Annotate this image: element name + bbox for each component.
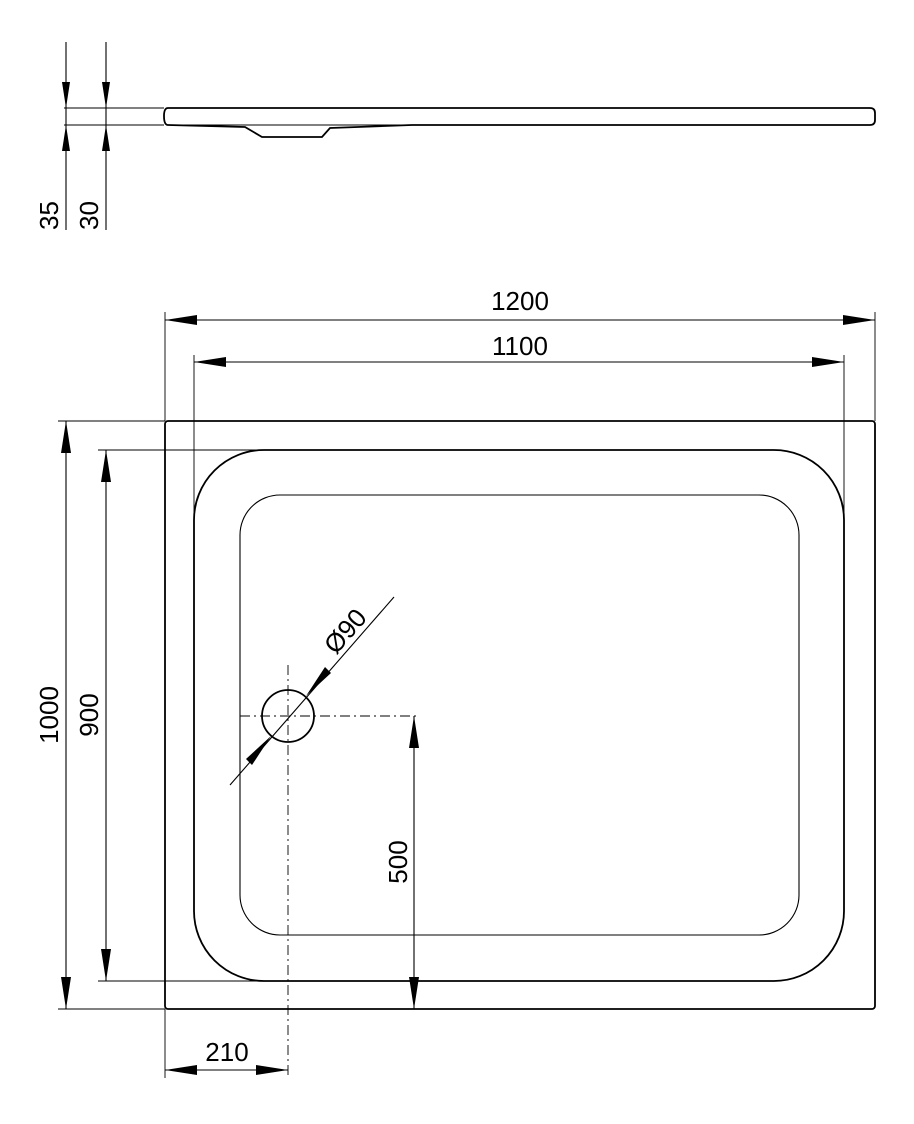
dim-1100-arrow-right	[812, 357, 844, 367]
tray-outer-edge	[164, 420, 876, 1010]
tray-inner-basin	[193, 449, 845, 982]
dim-900-arrow-bottom	[101, 949, 111, 981]
tray-floor	[239, 494, 800, 936]
dim-drain-diameter-arrow-lower	[246, 736, 271, 765]
dim-900-arrow-top	[101, 450, 111, 482]
dim-1200-arrow-right	[843, 315, 875, 325]
dim-30-arrow-bottom	[102, 125, 110, 151]
dim-1200-arrow-left	[165, 315, 197, 325]
dim-1000-arrow-top	[61, 421, 71, 453]
dim-500-arrow-top	[409, 716, 419, 748]
dim-900-label: 900	[74, 693, 104, 736]
dim-500-arrow-bottom	[409, 977, 419, 1009]
side-view-tray-profile	[163, 107, 876, 138]
dim-35-arrow-bottom	[62, 125, 70, 151]
top-view: Ø90 1200 1100 1000 900 500	[34, 286, 876, 1078]
dim-35-arrow-top	[62, 82, 70, 108]
dim-210-arrow-right	[256, 1065, 288, 1075]
dim-210-arrow-left	[165, 1065, 197, 1075]
dim-30-label: 30	[74, 201, 104, 230]
dim-1000-label: 1000	[34, 686, 64, 744]
dim-210-label: 210	[205, 1037, 248, 1067]
dim-1200-label: 1200	[491, 286, 549, 316]
dim-30-arrow-top	[102, 82, 110, 108]
dim-500-label: 500	[383, 840, 413, 883]
dim-35-label: 35	[34, 201, 64, 230]
dim-1100-arrow-left	[194, 357, 226, 367]
side-view: 35 30	[34, 42, 876, 230]
dim-drain-diameter-label: Ø90	[318, 603, 373, 660]
dim-1000-arrow-bottom	[61, 977, 71, 1009]
dim-drain-diameter-arrow-upper	[306, 667, 331, 696]
dim-1100-label: 1100	[492, 331, 548, 361]
